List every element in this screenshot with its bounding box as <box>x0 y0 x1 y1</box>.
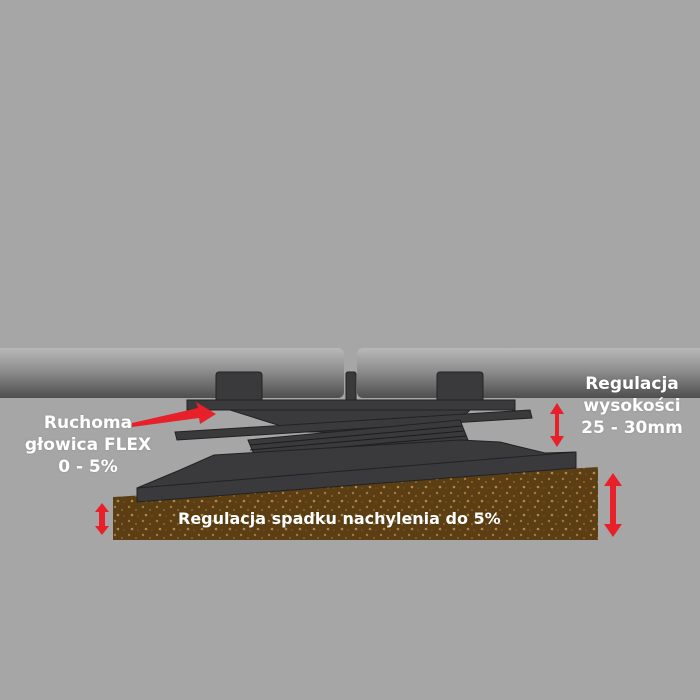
height-arrow <box>550 403 564 447</box>
pedestal <box>136 371 577 503</box>
flex-head-line-2: głowica FLEX <box>24 435 152 455</box>
tile-left <box>0 348 344 398</box>
height-adjust-line-2: wysokości <box>583 396 681 416</box>
slope-arrow-right <box>604 473 622 537</box>
height-adjust-label: Regulacja wysokości 25 - 30mm <box>572 373 692 439</box>
arrow-right-icon <box>132 402 216 427</box>
soil-block <box>113 467 598 540</box>
double-arrow-vertical-icon <box>95 403 622 537</box>
slope-adjust-label: Regulacja spadku nachylenia do 5% <box>178 509 501 528</box>
height-adjust-line-3: 25 - 30mm <box>581 418 683 438</box>
flex-head-label: Ruchoma głowica FLEX 0 - 5% <box>18 412 158 478</box>
slope-arrow-left <box>95 503 109 535</box>
flex-head-line-1: Ruchoma <box>43 413 133 433</box>
height-adjust-line-1: Regulacja <box>585 374 679 394</box>
flex-head-line-3: 0 - 5% <box>58 457 118 477</box>
